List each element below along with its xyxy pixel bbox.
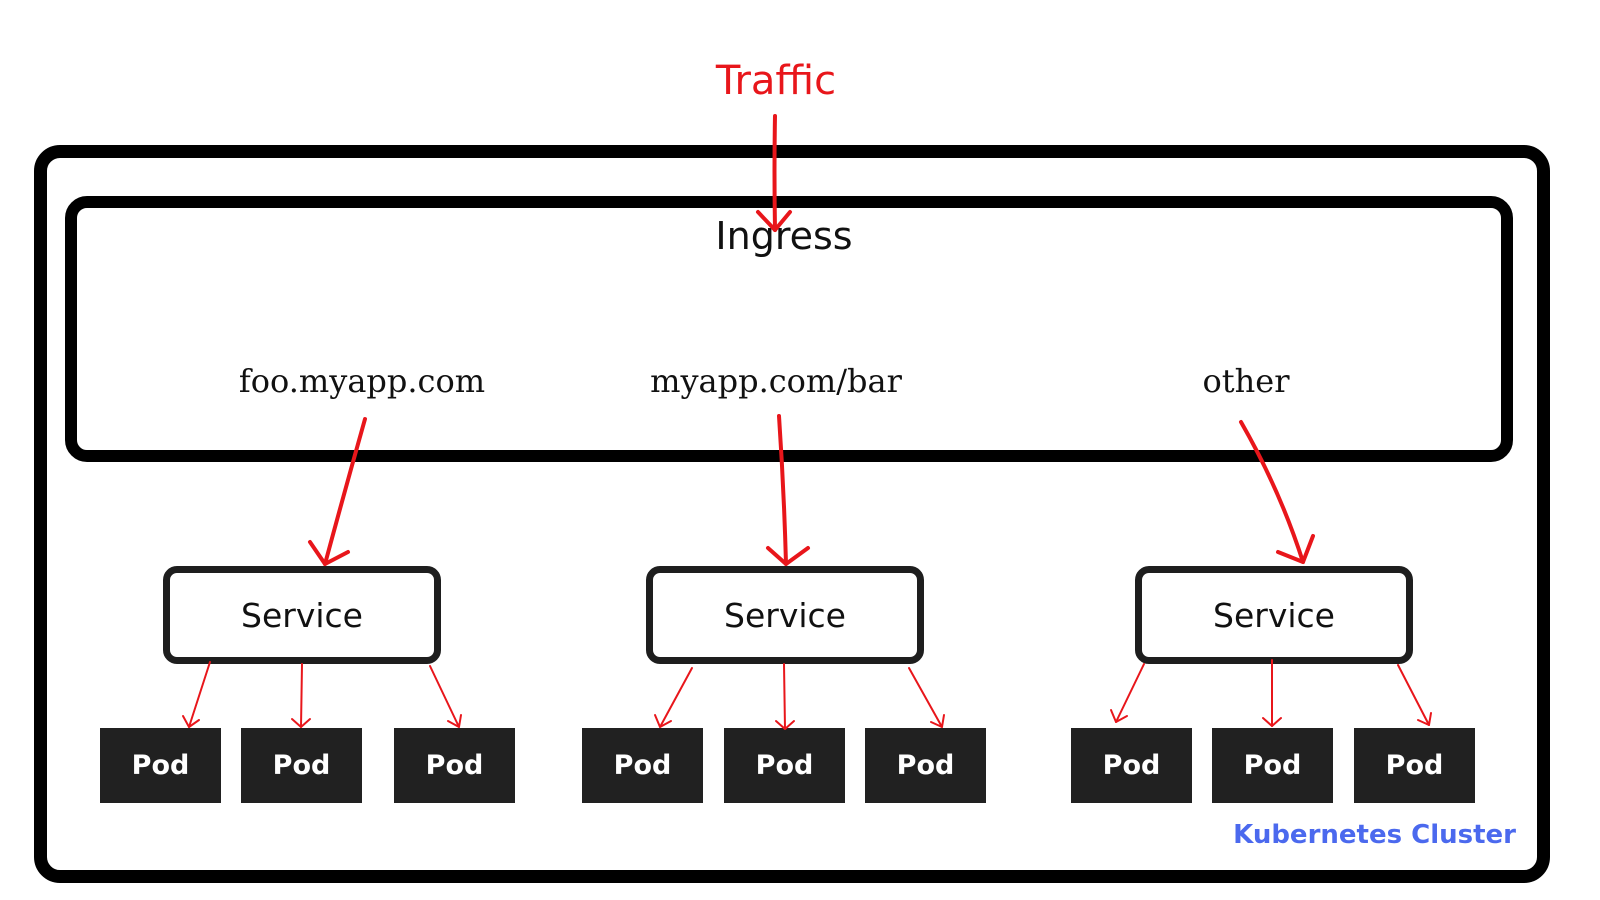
- pod-other-1: Pod: [1071, 728, 1192, 803]
- pod-foo-2: Pod: [241, 728, 362, 803]
- ingress-rule-foo: foo.myapp.com: [238, 362, 486, 400]
- pod-other-3: Pod: [1354, 728, 1475, 803]
- traffic-label: Traffic: [715, 58, 837, 104]
- ingress-box: [65, 196, 1513, 462]
- ingress-rule-bar: myapp.com/bar: [650, 362, 902, 400]
- pod-foo-3: Pod: [394, 728, 515, 803]
- kubernetes-cluster-label: Kubernetes Cluster: [1233, 820, 1516, 850]
- pod-other-2: Pod: [1212, 728, 1333, 803]
- ingress-rule-other: other: [1202, 362, 1290, 400]
- kubernetes-cluster-boundary: [34, 145, 1550, 883]
- service-box-bar: Service: [646, 566, 924, 664]
- pod-bar-1: Pod: [582, 728, 703, 803]
- pod-foo-1: Pod: [100, 728, 221, 803]
- service-box-other: Service: [1135, 566, 1413, 664]
- pod-bar-3: Pod: [865, 728, 986, 803]
- ingress-title: Ingress: [715, 214, 853, 258]
- service-box-foo: Service: [163, 566, 441, 664]
- pod-bar-2: Pod: [724, 728, 845, 803]
